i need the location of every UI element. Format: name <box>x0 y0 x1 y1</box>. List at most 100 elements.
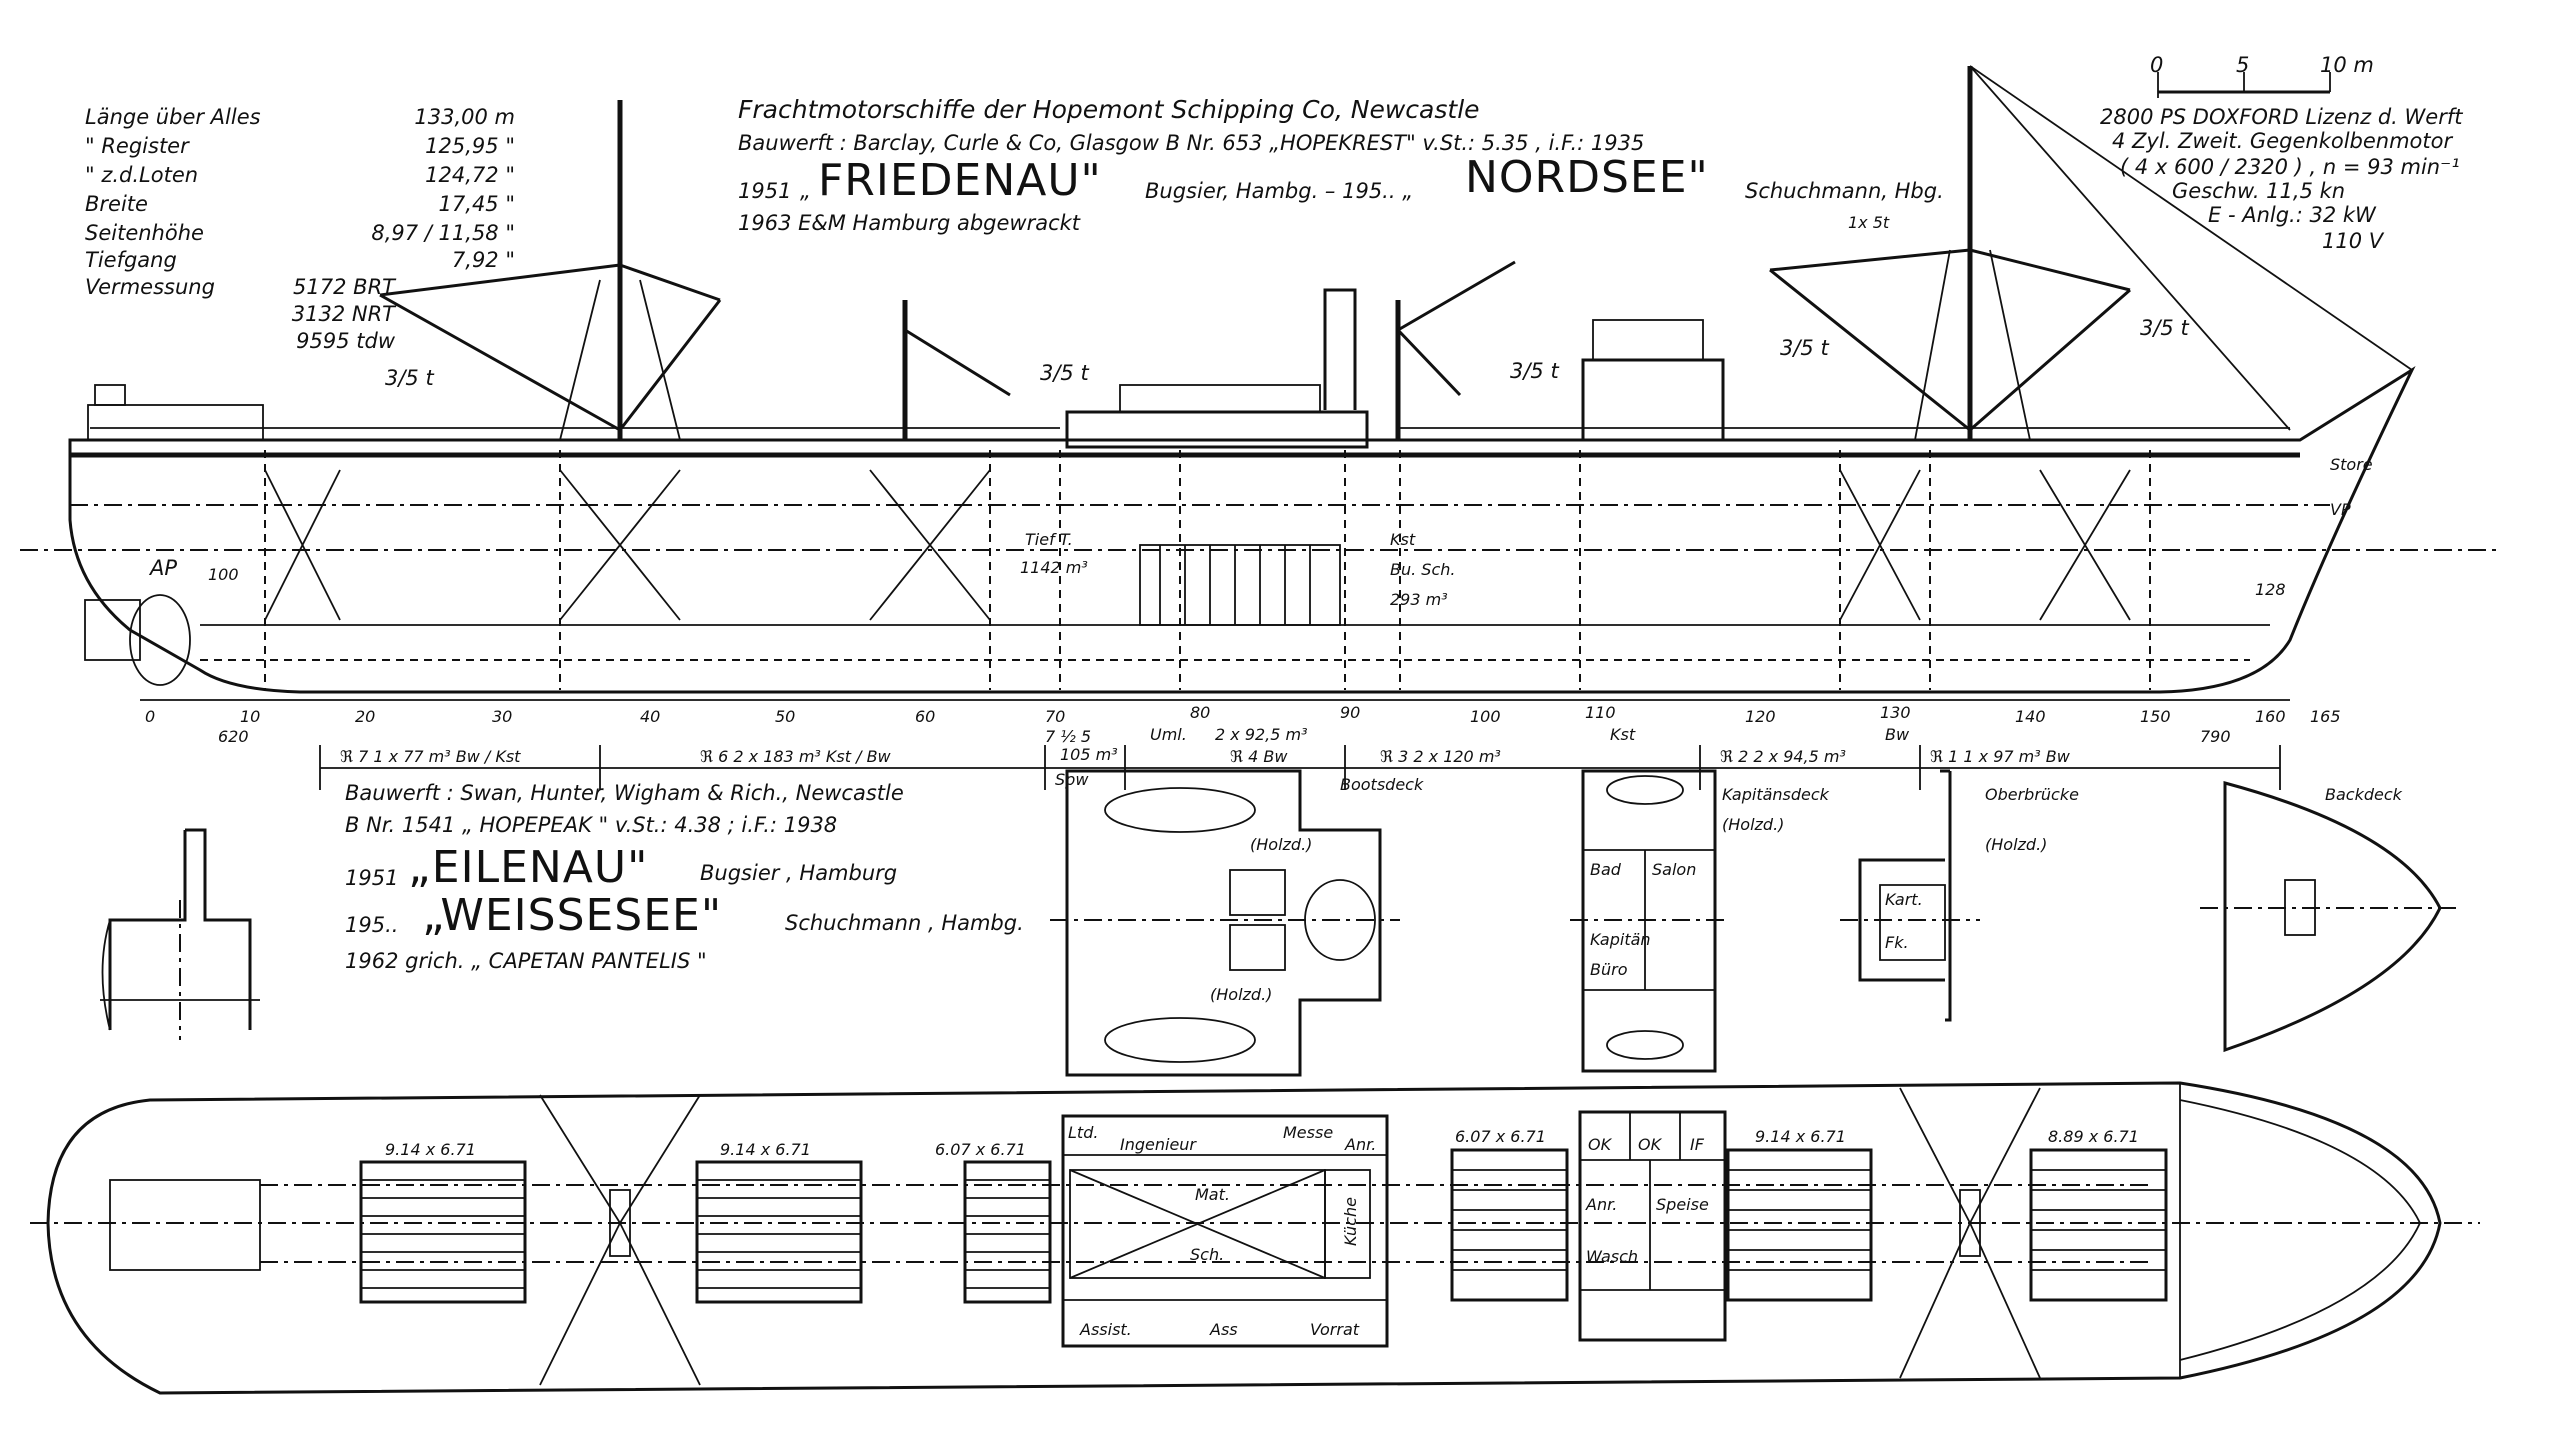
spec-label: " z.d.Loten <box>85 163 198 187</box>
oberbruecke-view: Kart. Fk. Oberbrücke (Holzd.) <box>1840 769 2079 1022</box>
ship2-year2: 195.. <box>345 913 398 937</box>
spec-label: Länge über Alles <box>85 105 261 129</box>
kapitaensdeck-holzd: (Holzd.) <box>1722 815 1784 834</box>
bootsdeck-view: Bootsdeck (Holzd.) (Holzd.) <box>1050 769 1424 1077</box>
room-label: Ltd. <box>1068 1123 1098 1142</box>
frame-number: 40 <box>640 707 660 726</box>
ship2-owner2: Schuchmann , Hambg. <box>785 911 1024 935</box>
hatch <box>1726 1148 1873 1302</box>
deep-tank-capacity: 1142 m³ <box>1020 558 1088 577</box>
bootsdeck-label: Bootsdeck <box>1340 775 1424 794</box>
engine-data: 2800 PS DOXFORD Lizenz d. Werft 4 Zyl. Z… <box>2100 105 2463 253</box>
ship1-owner2: Schuchmann, Hbg. <box>1745 179 1944 203</box>
vp-label: VP <box>2330 500 2351 519</box>
bunker-capacity: 293 m³ <box>1390 590 1448 609</box>
frame-number: 50 <box>775 707 795 726</box>
drawing-title: Frachtmotorschiffe der Hopemont Schippin… <box>738 95 1480 124</box>
hatch-size: 9.14 x 6.71 <box>385 1140 476 1159</box>
frame-number: 150 <box>2140 707 2171 726</box>
spec-label: Tiefgang <box>85 248 177 272</box>
ship2-owner1: Bugsier , Hamburg <box>700 861 897 885</box>
hatch <box>1450 1148 1569 1302</box>
mess-label: Mat. <box>1195 1185 1230 1204</box>
kap-room: Salon <box>1652 860 1696 879</box>
frame-number: 160 <box>2255 707 2286 726</box>
room-label: Anr. <box>1344 1135 1376 1154</box>
hatch <box>2029 1148 2168 1302</box>
kap-room: Kapitän <box>1590 930 1651 949</box>
midship-section <box>100 828 260 1040</box>
frame-note: Uml. <box>1150 725 1187 744</box>
room-label: OK <box>1638 1135 1663 1154</box>
scale-tick: 5 <box>2236 53 2249 77</box>
ship1-year1: 1951 <box>738 179 791 203</box>
ship2-fate: 1962 grich. „ CAPETAN PANTELIS " <box>345 949 707 973</box>
frame-number: 140 <box>2015 707 2046 726</box>
engine-line: 110 V <box>2322 229 2385 253</box>
spec-value: 17,45 " <box>439 192 515 216</box>
frame-number: 0 <box>145 707 155 726</box>
hatch <box>695 1160 863 1304</box>
hull-plan <box>46 1081 2442 1395</box>
fp-frame-label: 128 <box>2255 580 2286 599</box>
mess-label-2: Sch. <box>1190 1245 1224 1264</box>
tonnage-nrt: 3132 NRT <box>292 302 397 326</box>
spec-value: 125,95 " <box>425 134 515 158</box>
tonnage-brt: 5172 BRT <box>293 275 397 299</box>
hatch-size: 8.89 x 6.71 <box>2048 1127 2139 1146</box>
frame-number: 60 <box>915 707 935 726</box>
engine-line: 2800 PS DOXFORD Lizenz d. Werft <box>2100 105 2463 129</box>
spec-value: 124,72 " <box>425 163 515 187</box>
room-label: Ass <box>1209 1320 1238 1339</box>
spec-value: 8,97 / 11,58 " <box>371 221 515 245</box>
ship1-prefix: „ <box>800 179 811 203</box>
hatch <box>963 1160 1052 1304</box>
frame-number: 70 <box>1045 707 1065 726</box>
spec-label: " Register <box>85 134 190 158</box>
ship2-name2: „WEISSESEE" <box>422 890 722 941</box>
oberbruecke-holzd: (Holzd.) <box>1985 835 2047 854</box>
ship1-name1: FRIEDENAU" <box>818 155 1102 206</box>
room-label: Anr. <box>1585 1195 1617 1214</box>
frame-note: 7 ½ 5 <box>1045 727 1091 746</box>
derrick-label: 3/5 t <box>2140 316 2189 340</box>
hatch-size: 6.07 x 6.71 <box>935 1140 1026 1159</box>
frame-note: 790 <box>2200 727 2231 746</box>
hold-label: ℜ 1 1 x 97 m³ Bw <box>1930 747 2071 766</box>
kap-room: Bad <box>1590 860 1622 879</box>
funnel <box>1323 288 1357 410</box>
hold-label: ℜ 3 2 x 120 m³ <box>1380 747 1501 766</box>
room-label: Wasch <box>1586 1247 1638 1266</box>
kst-label: Kst <box>1390 530 1416 549</box>
room-label: Vorrat <box>1310 1320 1360 1339</box>
kapitaensdeck-label: Kapitänsdeck <box>1722 785 1830 804</box>
hold-label: ℜ 6 2 x 183 m³ Kst / Bw <box>700 747 892 766</box>
derrick-label: 3/5 t <box>1510 359 1559 383</box>
hold-label: ℜ 7 1 x 77 m³ Bw / Kst <box>340 747 521 766</box>
bunker-label: Bu. Sch. <box>1390 560 1455 579</box>
frame-number: 130 <box>1880 703 1911 722</box>
spec-table: Länge über Alles 133,00 m " Register 125… <box>85 105 515 353</box>
room-label: Messe <box>1283 1123 1333 1142</box>
frame-number: 100 <box>1470 707 1501 726</box>
derrick-label: 3/5 t <box>385 366 434 390</box>
kap-room: Büro <box>1590 960 1628 979</box>
frame-note: 165 <box>2310 707 2341 726</box>
ship2-name1: „EILENAU" <box>408 842 648 893</box>
frame-number: 20 <box>355 707 375 726</box>
hold-capacities: ℜ 7 1 x 77 m³ Bw / Kst ℜ 6 2 x 183 m³ Ks… <box>319 745 2281 790</box>
ship1-name2: NORDSEE" <box>1465 152 1709 203</box>
scale-tick: 10 m <box>2320 53 2374 77</box>
kapitaensdeck-view: Bad Salon Kapitän Büro Kapitänsdeck (Hol… <box>1570 769 1830 1073</box>
ship1-owner1: Bugsier, Hambg. – 195.. „ <box>1145 179 1413 203</box>
frame-note: 2 x 92,5 m³ <box>1215 725 1308 744</box>
frame-scale: 0 10 20 30 40 50 60 70 80 90 100 110 120… <box>140 699 2341 764</box>
deep-tank-label: Tief T. <box>1025 530 1073 549</box>
spec-value: 133,00 m <box>414 105 515 129</box>
frame-note: Kst <box>1610 725 1636 744</box>
frame-number: 80 <box>1190 703 1210 722</box>
engine-line: 4 Zyl. Zweit. Gegenkolbenmotor <box>2112 129 2453 153</box>
room-label: IF <box>1690 1135 1705 1154</box>
plan-view: 9.14 x 6.71 9.14 x 6.71 6.07 x 6.71 6.07… <box>30 1081 2480 1395</box>
